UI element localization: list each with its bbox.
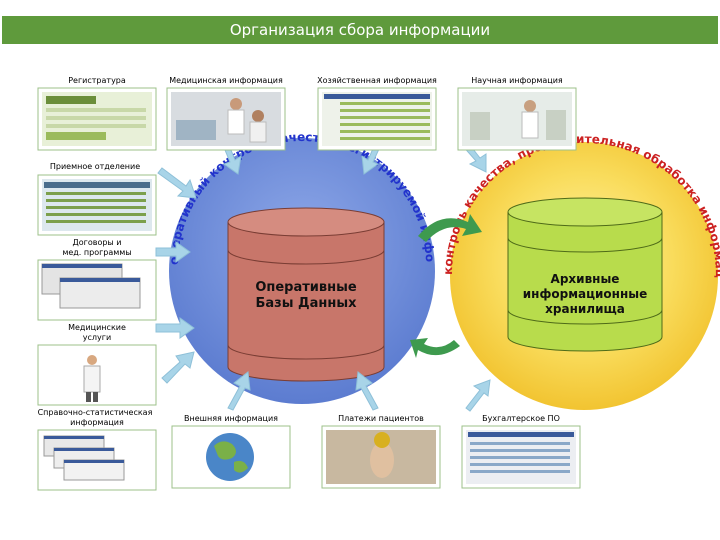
- thumb-scientific: [457, 87, 577, 151]
- thumb-reference: [37, 429, 157, 491]
- archive-label: Архивные информационные хранилища: [508, 272, 662, 317]
- thumb-medical: [166, 87, 286, 151]
- label-payments: Платежи пациентов: [338, 414, 424, 423]
- thumb-services: [37, 344, 157, 406]
- db-label-line1: Оперативные: [255, 280, 357, 295]
- label-accounting: Бухгалтерское ПО: [482, 414, 560, 423]
- archive-label-line2: информационные: [522, 287, 648, 301]
- label-reception: Приемное отделение: [49, 162, 141, 171]
- label-reference-line1: Справочно-статистическая: [37, 408, 153, 417]
- thumb-economic: [317, 87, 437, 151]
- thumb-reception: [37, 174, 157, 236]
- label-services-line1: Медицинские: [68, 323, 126, 332]
- page-title: Организация сбора информации: [229, 21, 491, 39]
- thumb-accounting: [461, 425, 581, 489]
- title-background: [2, 16, 718, 44]
- thumb-registry: [37, 87, 157, 151]
- db-label-line2: Базы Данных: [255, 296, 357, 311]
- thumb-payments: [321, 425, 441, 489]
- label-reference-line2: информация: [70, 418, 124, 427]
- archive-label-line3: хранилища: [545, 302, 625, 316]
- label-registry: Регистратура: [68, 76, 126, 85]
- archive-label-line1: Архивные: [550, 272, 620, 286]
- thumb-external: [171, 425, 291, 489]
- label-contracts-line2: мед. программы: [62, 248, 132, 257]
- label-economic: Хозяйственная информация: [317, 76, 437, 85]
- label-external: Внешняя информация: [184, 414, 278, 423]
- archive-cylinder: [507, 197, 663, 352]
- label-medical: Медицинская информация: [169, 76, 283, 85]
- label-scientific: Научная информация: [471, 76, 563, 85]
- label-contracts-line1: Договоры и: [72, 238, 122, 247]
- cycle-arrows: [410, 214, 482, 358]
- label-services-line2: услуги: [82, 333, 112, 342]
- operational-db-cylinder: [227, 207, 385, 382]
- operational-db-label: Оперативные Базы Данных: [228, 280, 384, 312]
- title-bar: Организация сбора информации: [0, 0, 720, 44]
- thumb-contracts: [37, 259, 157, 321]
